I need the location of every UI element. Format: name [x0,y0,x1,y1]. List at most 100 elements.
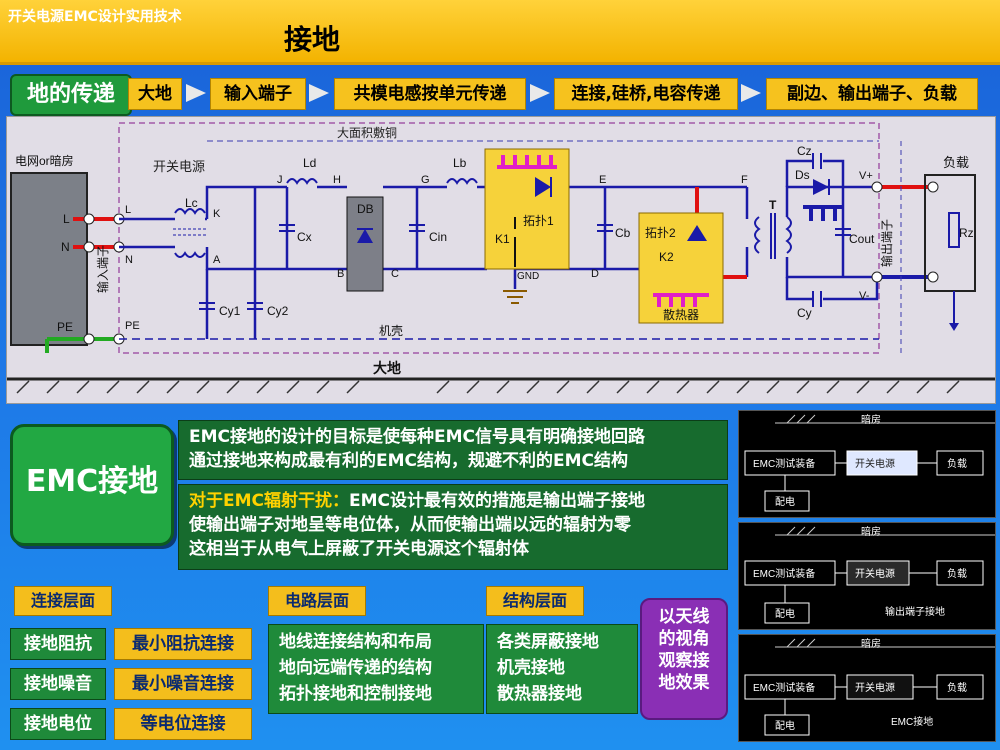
svg-text:N: N [125,254,133,266]
scenario-panel-1: 暗房 EMC测试装备 开关电源 负载 配电 [738,410,996,518]
svg-text:PE: PE [125,320,140,332]
structure-level-title: 结构层面 [486,586,584,616]
svg-text:配电: 配电 [775,495,795,508]
connection-label: 接地阻抗 [10,628,106,660]
svg-text:EMC测试装备: EMC测试装备 [753,681,815,694]
svg-text:拓扑1: 拓扑1 [523,214,554,228]
svg-text:开关电源: 开关电源 [855,567,895,580]
flow-step-2: 输入端子 [210,78,306,110]
svg-text:K1: K1 [495,232,510,246]
svg-text:EMC测试装备: EMC测试装备 [753,457,815,470]
emc-badge: EMC接地 [10,424,174,546]
copper-label: 大面积敷铜 [337,125,397,140]
chassis-label: 机壳 [379,324,403,338]
scenario-panel-2: 暗房 EMC测试装备 开关电源 负载 配电 输出端子接地 [738,522,996,630]
svg-text:F: F [741,174,748,186]
flow-arrow-icon [309,84,329,102]
svg-text:H: H [333,174,341,186]
svg-text:N: N [61,240,70,254]
flow-step-5: 副边、输出端子、负载 [766,78,978,110]
svg-text:输出端子接地: 输出端子接地 [885,605,945,618]
svg-text:Cz: Cz [797,144,812,158]
svg-text:GND: GND [517,271,539,282]
circuit-level-box: 地线连接结构和布局 地向远端传递的结构 拓扑接地和控制接地 [268,624,484,714]
emc-goal-box: EMC接地的设计的目标是使每种EMC信号具有明确接地回路 通过接地来构成最有利的… [178,420,728,480]
source-label: 电网or暗房 [15,153,74,168]
svg-text:A: A [213,254,221,266]
circuit-level-title: 电路层面 [268,586,366,616]
svg-text:Cout: Cout [849,232,875,246]
circuit-level-line: 拓扑接地和控制接地 [279,684,432,704]
svg-text:Lb: Lb [453,156,467,170]
svg-text:G: G [421,174,430,186]
connection-label: 接地电位 [10,708,106,740]
svg-text:开关电源: 开关电源 [855,457,895,470]
flow-main-label: 地的传递 [10,74,132,116]
connection-value: 最小噪音连接 [114,668,252,700]
svg-text:暗房: 暗房 [861,413,881,426]
structure-level-line: 各类屏蔽接地 [497,632,599,652]
radiation-line: 这相当于从电气上屏蔽了开关电源这个辐射体 [189,539,529,559]
circuit-level-line: 地向远端传递的结构 [279,658,432,678]
svg-text:拓扑2: 拓扑2 [645,226,676,240]
svg-text:暗房: 暗房 [861,637,881,650]
emc-goal-line: EMC接地的设计的目标是使每种EMC信号具有明确接地回路 [189,427,646,447]
connection-level-title: 连接层面 [14,586,112,616]
svg-text:C: C [391,268,399,280]
flow-arrow-icon [186,84,206,102]
course-title: 开关电源EMC设计实用技术 [8,9,182,25]
flow-arrow-icon [741,84,761,102]
emc-radiation-box: 对于EMC辐射干扰：EMC设计最有效的措施是输出端子接地 使输出端子对地呈等电位… [178,484,728,570]
flow-step-4: 连接,硅桥,电容传递 [554,78,738,110]
radiation-highlight: 对于EMC辐射干扰： [189,491,350,511]
svg-text:配电: 配电 [775,607,795,620]
svg-text:Cb: Cb [615,226,631,240]
structure-level-box: 各类屏蔽接地 机壳接地 散热器接地 [486,624,638,714]
svg-text:EMC接地: EMC接地 [891,715,933,728]
svg-text:暗房: 暗房 [861,525,881,538]
svg-text:Cy1: Cy1 [219,304,241,318]
input-terminal-label: 输入端子 [95,245,110,293]
svg-text:Ds: Ds [795,168,810,182]
structure-level-line: 机壳接地 [497,658,565,678]
structure-level-line: 散热器接地 [497,684,582,704]
svg-text:开关电源: 开关电源 [855,681,895,694]
svg-text:Lc: Lc [185,196,198,210]
svg-text:负载: 负载 [947,457,967,470]
svg-text:L: L [63,212,70,226]
svg-text:负载: 负载 [947,681,967,694]
connection-label: 接地噪音 [10,668,106,700]
connection-value: 最小阻抗连接 [114,628,252,660]
circuit-level-line: 地线连接结构和布局 [279,632,432,652]
flow-step-3: 共模电感按单元传递 [334,78,526,110]
earth-label: 大地 [373,360,401,376]
connection-value: 等电位连接 [114,708,252,740]
svg-text:Rz: Rz [959,226,974,240]
svg-text:V+: V+ [859,170,873,182]
svg-text:负载: 负载 [947,567,967,580]
emc-goal-line: 通过接地来构成最有利的EMC结构，规避不利的EMC结构 [189,451,629,471]
svg-text:D: D [591,268,599,280]
psu-label: 开关电源 [153,159,205,174]
svg-text:PE: PE [57,320,73,334]
svg-text:Cy2: Cy2 [267,304,289,318]
output-terminal-label: 输出端子 [879,219,894,267]
page-title: 接地 [284,23,341,56]
flow-step-1: 大地 [128,78,182,110]
svg-text:L: L [125,204,131,216]
svg-text:EMC测试装备: EMC测试装备 [753,567,815,580]
svg-text:J: J [277,174,283,186]
scenario-panel-3: 暗房 EMC测试装备 开关电源 负载 配电 EMC接地 [738,634,996,742]
circuit-diagram: 大面积敷铜 开关电源 电网or暗房 L N PE 输入端子 [6,116,996,404]
svg-text:E: E [599,174,606,186]
svg-text:B: B [337,268,344,280]
radiation-line: 使输出端子对地呈等电位体，从而使输出端以远的辐射为零 [189,515,631,535]
svg-text:配电: 配电 [775,719,795,732]
load-label: 负载 [943,155,969,170]
svg-text:Cx: Cx [297,230,312,244]
svg-text:Ld: Ld [303,156,316,170]
flow-arrow-icon [530,84,550,102]
svg-text:Cy: Cy [797,306,812,320]
svg-text:K: K [213,208,221,220]
svg-text:K2: K2 [659,250,674,264]
